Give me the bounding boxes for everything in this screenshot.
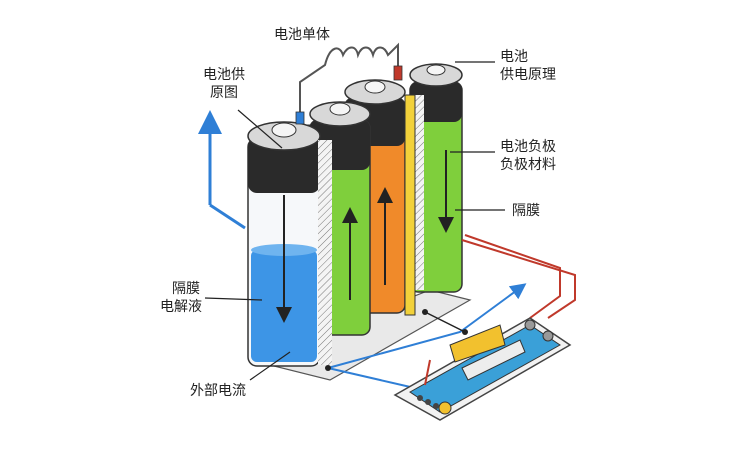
label-supply-diagram: 电池供 原图: [203, 67, 245, 101]
blue-axis-arrows: [198, 110, 246, 230]
label-separator-electrolyte: 隔膜 电解液: [160, 281, 202, 315]
label-negative-material: 电池负极 负极材料: [500, 139, 556, 173]
label-cell-unit: 电池单体: [274, 27, 330, 43]
leader-lines: [204, 61, 505, 381]
label-supply-principle: 电池 供电原理: [500, 49, 556, 83]
cell-4-green: [409, 63, 463, 293]
top-wire-coil: [295, 42, 403, 125]
label-separator: 隔膜: [512, 203, 540, 219]
cell-1-blue: [247, 121, 332, 367]
circuit-board: [393, 317, 572, 421]
label-external-current: 外部电流: [190, 383, 246, 399]
